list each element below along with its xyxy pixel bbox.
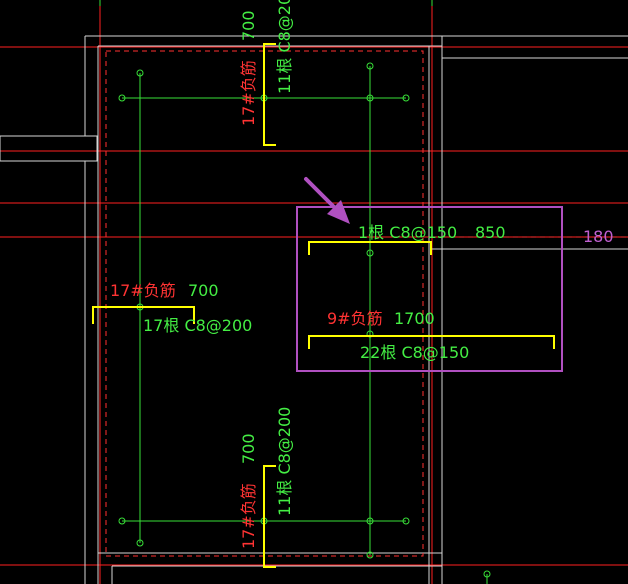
bracket-box-mid bbox=[308, 335, 555, 349]
label-top-name: 17#负筋 bbox=[239, 60, 258, 126]
rebar-node bbox=[402, 94, 410, 102]
walls-outline bbox=[0, 35, 628, 584]
label-top-count: 11根 C8@200 bbox=[275, 0, 294, 94]
bracket-left bbox=[92, 306, 195, 324]
annotation-top: 17#负筋 700 bbox=[239, 10, 258, 126]
arrow-head bbox=[327, 200, 350, 224]
label-top-len: 700 bbox=[239, 10, 258, 41]
label-box-top: 1根 C8@150 bbox=[358, 223, 457, 242]
highlight-box[interactable] bbox=[296, 206, 563, 372]
rebar-node bbox=[366, 62, 374, 70]
rebar-node bbox=[366, 551, 374, 559]
label-dim-180: 180 bbox=[583, 227, 614, 246]
label-left-name: 17#负筋 bbox=[110, 281, 176, 300]
negative-rebar-brackets bbox=[92, 43, 555, 568]
bracket-top bbox=[263, 43, 276, 146]
label-bottom-len: 700 bbox=[239, 433, 258, 464]
rebar-node bbox=[118, 94, 126, 102]
wall-left-stub bbox=[0, 135, 98, 162]
rebar-node bbox=[366, 249, 374, 257]
rebar-node bbox=[136, 539, 144, 547]
annotation-top-count: 11根 C8@200 bbox=[275, 0, 294, 94]
slab-dashed-rect bbox=[105, 50, 424, 557]
label-box-mid-name: 9#负筋 bbox=[327, 309, 383, 328]
rebar-node bbox=[118, 517, 126, 525]
annotation-bottom: 17#负筋 700 bbox=[239, 433, 258, 549]
bracket-box-top bbox=[308, 241, 432, 255]
rebar-node bbox=[366, 517, 374, 525]
label-bottom-name: 17#负筋 bbox=[239, 483, 258, 549]
label-bottom-count: 11根 C8@200 bbox=[275, 407, 294, 516]
rebar-node bbox=[366, 94, 374, 102]
label-box-top-len: 850 bbox=[475, 223, 506, 242]
label-box-mid-count: 22根 C8@150 bbox=[360, 343, 469, 362]
rebar-node bbox=[402, 517, 410, 525]
rebar-node bbox=[483, 570, 491, 578]
annotation-bottom-count: 11根 C8@200 bbox=[275, 407, 294, 516]
label-left-len: 700 bbox=[188, 281, 219, 300]
arrow-shaft bbox=[304, 177, 339, 212]
bracket-bottom bbox=[263, 465, 276, 568]
slab-boundary-dashed bbox=[105, 50, 628, 557]
label-box-mid-len: 1700 bbox=[394, 309, 435, 328]
rebar-node bbox=[136, 69, 144, 77]
label-left-count: 17根 C8@200 bbox=[143, 316, 252, 335]
pointer-arrow bbox=[304, 177, 350, 224]
